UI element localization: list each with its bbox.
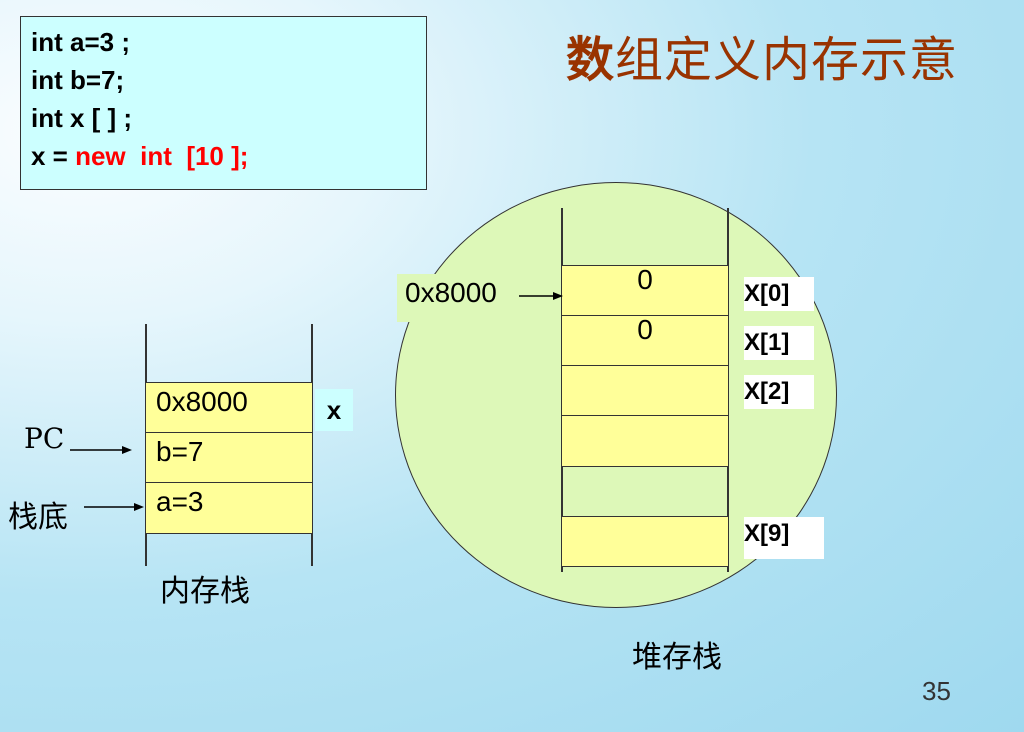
heap-index-0: X[0] <box>744 277 814 311</box>
title-first-char: 数 <box>566 32 616 88</box>
stack-caption: 内存栈 <box>160 574 250 609</box>
heap-caption: 堆存栈 <box>632 640 722 675</box>
heap-cell-2 <box>561 365 729 417</box>
stack-cell-a: a=3 <box>145 482 313 534</box>
heap-cell-0: 0 <box>561 264 729 317</box>
stack-cell-a-value: a=3 <box>156 486 204 517</box>
heap-cell-1: 0 <box>561 314 729 367</box>
stack-bottom-label: 栈底 <box>8 500 68 535</box>
stack-variable-label: x <box>315 389 353 431</box>
heap-cell-0-value: 0 <box>637 264 653 295</box>
stack-bottom-arrow-icon <box>84 503 144 511</box>
stack-cell-x-value: 0x8000 <box>156 386 248 417</box>
stack-cell-x: 0x8000 <box>145 382 313 434</box>
code-line-4: x = new int [10 ]; <box>31 137 426 175</box>
code-line-2: int b=7; <box>31 65 125 95</box>
heap-cell-9 <box>561 516 729 567</box>
code-line-4-prefix: x = <box>31 141 76 171</box>
stack-cell-b: b=7 <box>145 432 313 484</box>
heap-cell-1-value: 0 <box>637 314 653 345</box>
pc-label: PC <box>24 422 65 455</box>
pc-arrow-icon <box>70 446 132 454</box>
code-box: int a=3 ; int b=7; int x [ ] ; x = new i… <box>20 16 427 190</box>
page-number: 35 <box>922 676 951 706</box>
title-rest: 组定义内存示意 <box>615 32 959 88</box>
heap-index-1: X[1] <box>744 326 814 360</box>
stack-cell-b-value: b=7 <box>156 436 204 467</box>
code-line-3: int x [ ] ; <box>31 103 133 133</box>
heap-address-label: 0x8000 <box>397 274 527 322</box>
heap-address-text: 0x8000 <box>405 277 497 308</box>
code-keyword-new-int: new int [10 ]; <box>75 141 249 171</box>
heap-index-2: X[2] <box>744 375 814 409</box>
code-line-1: int a=3 ; <box>31 27 130 57</box>
slide-title: 数组定义内存示意 <box>566 20 958 90</box>
address-arrow-icon <box>519 292 563 300</box>
heap-cell-3 <box>561 415 729 467</box>
heap-index-9: X[9] <box>744 517 824 559</box>
